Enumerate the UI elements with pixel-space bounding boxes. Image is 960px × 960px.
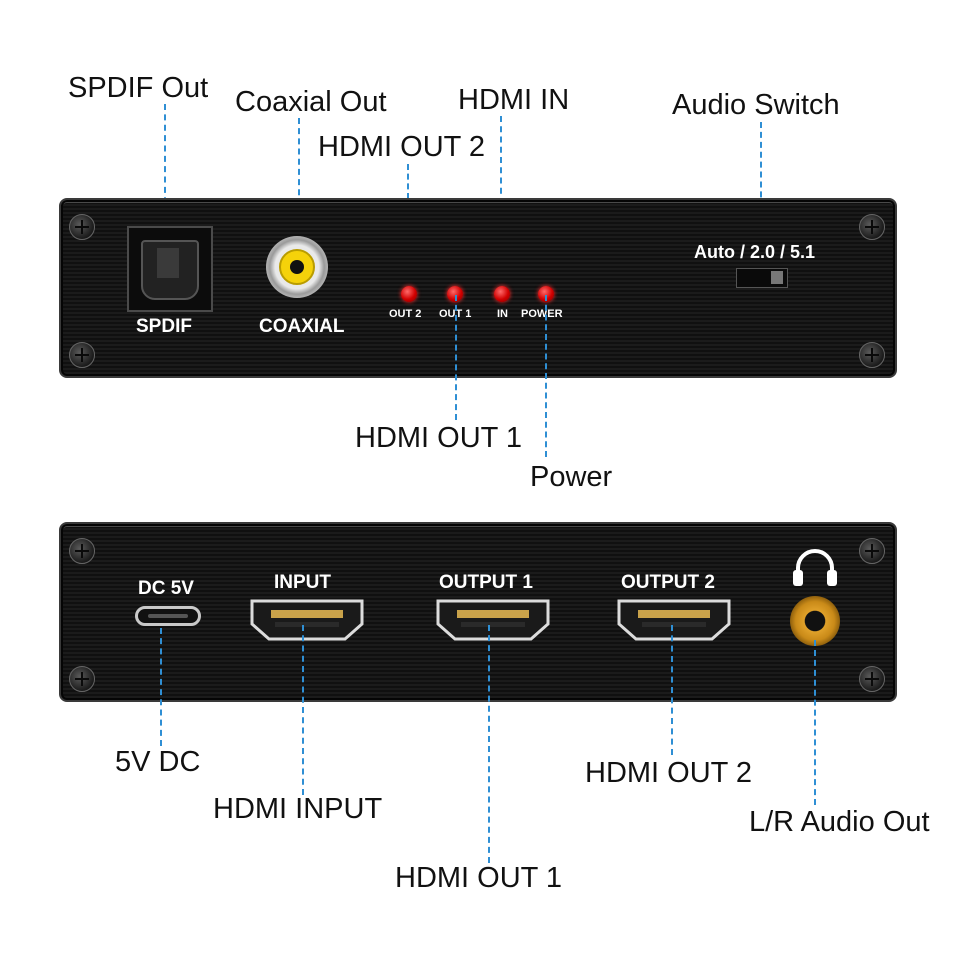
output1-label: OUTPUT 1 bbox=[439, 572, 533, 593]
input-label: INPUT bbox=[274, 572, 331, 593]
audio-switch[interactable] bbox=[736, 268, 788, 288]
audio-switch-label: Auto / 2.0 / 5.1 bbox=[694, 242, 816, 262]
screw-icon bbox=[859, 214, 885, 240]
leader-hdmi-input bbox=[302, 625, 304, 795]
audio-jack[interactable] bbox=[790, 596, 840, 646]
led-in bbox=[494, 286, 510, 302]
leader-spdif bbox=[164, 104, 166, 224]
led-out2 bbox=[401, 286, 417, 302]
front-panel: SPDIF COAXIAL OUT 2 OUT 1 IN POWER Auto … bbox=[59, 198, 897, 378]
leader-hdmi-out-1-top bbox=[455, 295, 457, 420]
callout-5v-dc: 5V DC bbox=[115, 746, 201, 778]
led-label-power: POWER bbox=[521, 308, 563, 320]
led-label-out2: OUT 2 bbox=[389, 308, 422, 320]
led-out1 bbox=[447, 286, 463, 302]
callout-hdmi-in: HDMI IN bbox=[458, 84, 570, 116]
hdmi-output1-port[interactable] bbox=[435, 598, 551, 642]
leader-audio-out bbox=[814, 640, 816, 805]
leader-audio-switch bbox=[760, 122, 762, 237]
coaxial-label: COAXIAL bbox=[259, 316, 345, 337]
hdmi-input-port[interactable] bbox=[249, 598, 365, 642]
leader-power bbox=[545, 295, 547, 457]
callout-spdif-out: SPDIF Out bbox=[68, 72, 209, 104]
screw-icon bbox=[859, 538, 885, 564]
screw-icon bbox=[69, 666, 95, 692]
dc-usbc-port[interactable] bbox=[135, 606, 201, 626]
headphone-icon bbox=[793, 549, 837, 586]
callout-audio-switch: Audio Switch bbox=[672, 89, 840, 121]
callout-audio-out: L/R Audio Out bbox=[749, 806, 930, 838]
spdif-port[interactable] bbox=[127, 226, 213, 312]
led-label-in: IN bbox=[497, 308, 508, 320]
screw-icon bbox=[69, 214, 95, 240]
screw-icon bbox=[859, 342, 885, 368]
screw-icon bbox=[859, 666, 885, 692]
screw-icon bbox=[69, 342, 95, 368]
callout-hdmi-input: HDMI INPUT bbox=[213, 793, 383, 825]
screw-icon bbox=[69, 538, 95, 564]
leader-dc bbox=[160, 628, 162, 746]
spdif-label: SPDIF bbox=[136, 316, 192, 337]
callout-hdmi-out-1-bottom: HDMI OUT 1 bbox=[395, 862, 563, 894]
callout-hdmi-out-2-bottom: HDMI OUT 2 bbox=[585, 757, 753, 789]
leader-hdmi-out-2-bottom bbox=[671, 625, 673, 755]
leader-coaxial bbox=[298, 118, 300, 236]
callout-hdmi-out-1-top: HDMI OUT 1 bbox=[355, 422, 523, 454]
spdif-port-housing bbox=[141, 240, 199, 300]
led-power bbox=[538, 286, 554, 302]
coaxial-port[interactable] bbox=[266, 236, 328, 298]
hdmi-output2-port[interactable] bbox=[616, 598, 732, 642]
dc-label: DC 5V bbox=[138, 578, 194, 599]
rear-panel: DC 5V INPUT OUTPUT 1 OUTPUT 2 bbox=[59, 522, 897, 702]
output2-label: OUTPUT 2 bbox=[621, 572, 715, 593]
leader-hdmi-out-1-bottom bbox=[488, 625, 490, 863]
callout-power: Power bbox=[530, 461, 613, 493]
callout-hdmi-out-2: HDMI OUT 2 bbox=[318, 131, 486, 163]
audio-switch-knob[interactable] bbox=[771, 271, 783, 284]
callout-coaxial-out: Coaxial Out bbox=[235, 86, 387, 118]
